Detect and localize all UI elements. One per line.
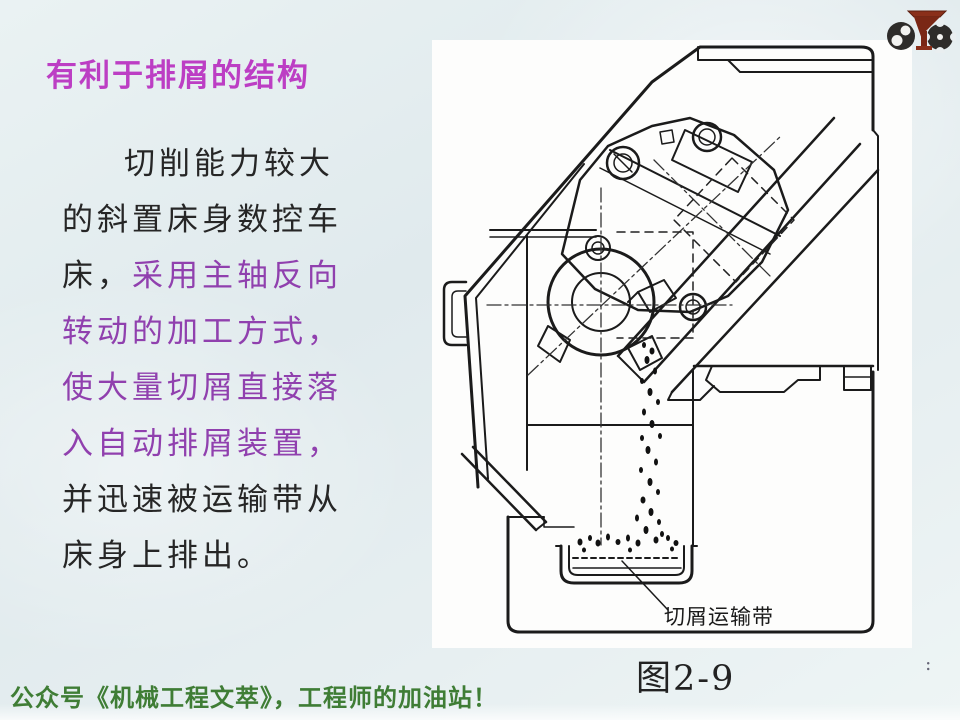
- figure-caption: 图2-9: [636, 659, 736, 699]
- body-line: 并迅速被运输带从: [62, 482, 342, 518]
- background-bottom-band: [0, 704, 960, 720]
- conveyor-belt-label: 切屑运输带: [664, 605, 774, 629]
- falling-chips: [577, 342, 679, 553]
- page-title: 有利于排屑的结构: [46, 58, 310, 94]
- lathe-cross-section-diagram: 切屑运输带: [442, 45, 880, 634]
- body-line: 床身上排出。: [62, 538, 272, 574]
- figure-image: 切屑运输带: [432, 40, 912, 648]
- anvil-icon: [906, 10, 948, 50]
- artifact-colon: :: [925, 653, 932, 675]
- body-line: 入自动排屑装置，: [62, 426, 342, 462]
- centerlines: [486, 134, 783, 546]
- machine-base: [506, 370, 875, 634]
- gear-ball-icon: [887, 22, 915, 50]
- body-line: 床，采用主轴反向: [62, 258, 342, 294]
- body-line: 的斜置床身数控车: [62, 202, 342, 238]
- body-line: 切削能力较大: [124, 146, 334, 182]
- mechanical-engineering-logo: [887, 10, 956, 53]
- chip-chamber-walls: [489, 229, 694, 547]
- body-paragraph: 切削能力较大 的斜置床身数控车 床，采用主轴反向 转动的加工方式， 使大量切屑直…: [62, 136, 372, 584]
- housing-handle: [442, 280, 468, 347]
- cross-slide-bar: [692, 364, 875, 393]
- footer-watermark: 公众号《机械工程文萃》，工程师的加油站！: [10, 683, 498, 712]
- body-line: 转动的加工方式，: [62, 314, 342, 350]
- hidden-dashed-lines: [616, 157, 795, 339]
- label-leader-line: [621, 560, 669, 611]
- body-line: 使大量切屑直接落: [62, 370, 342, 406]
- chip-conveyor-tray: [555, 544, 698, 585]
- machine-housing-outline: [463, 45, 879, 489]
- slant-bed-guideway: [616, 116, 880, 401]
